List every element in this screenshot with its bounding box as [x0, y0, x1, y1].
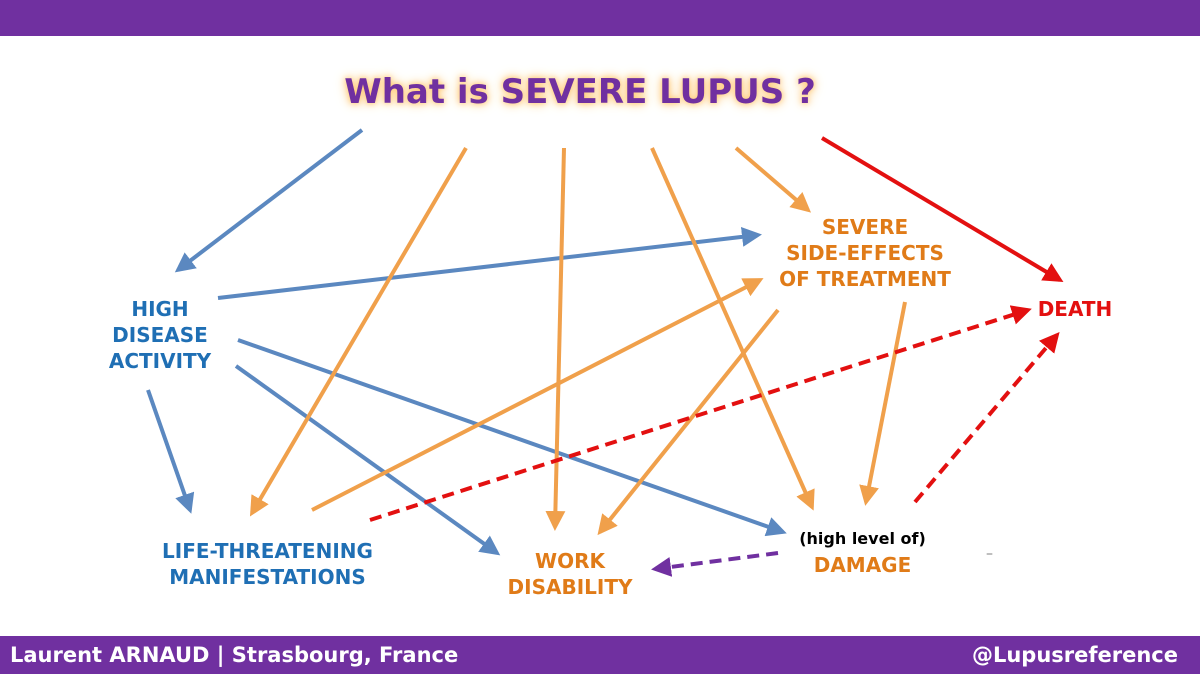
node-label-line: SEVERE — [821, 215, 909, 239]
arrow-side-effects-to-work-disability — [597, 308, 780, 536]
node-work-disability: WORK DISABILITY — [500, 548, 640, 600]
arrow-activity-to-work-disability — [234, 364, 501, 556]
node-high-disease-activity: HIGH DISEASE ACTIVITY — [95, 296, 225, 374]
arrow-activity-to-life-threatening — [146, 389, 195, 514]
arrow-activity-to-side-effects — [217, 226, 762, 300]
arrow-title-to-work-disability — [545, 147, 566, 531]
node-label-line: DISABILITY — [507, 575, 633, 599]
arrow-damage-to-work-disability — [651, 551, 779, 577]
footer-handle: @Lupusreference — [971, 643, 1178, 667]
arrow-title-to-death — [820, 136, 1064, 283]
node-damage: (high level of) DAMAGE — [775, 526, 950, 578]
node-label-line: OF TREATMENT — [779, 267, 951, 291]
node-label-line: MANIFESTATIONS — [169, 565, 366, 589]
arrow-life-threatening-to-side-effects — [311, 278, 764, 512]
node-label-line: DISEASE — [112, 323, 208, 347]
node-label-line: DEATH — [1037, 297, 1113, 321]
arrow-damage-to-death — [913, 331, 1060, 504]
footer-bar: Laurent ARNAUD | Strasbourg, France @Lup… — [0, 636, 1200, 674]
node-life-threatening: LIFE-THREATENING MANIFESTATIONS — [140, 538, 395, 590]
arrow-title-to-life-threatening — [249, 146, 468, 517]
header-bar — [0, 0, 1200, 36]
node-label-line: HIGH — [131, 297, 189, 321]
node-label-line: SIDE-EFFECTS — [786, 241, 944, 265]
stray-mark: – — [986, 546, 993, 562]
arrow-title-to-damage — [650, 147, 815, 511]
node-label-line: ACTIVITY — [108, 349, 212, 373]
node-damage-prefix: (high level of) — [799, 529, 926, 548]
node-death: DEATH — [1020, 296, 1130, 322]
page-title: What is SEVERE LUPUS ? — [344, 72, 816, 112]
arrow-activity-to-damage — [237, 338, 787, 537]
node-label-line: LIFE-THREATENING — [162, 539, 373, 563]
arrow-title-to-side-effects — [734, 146, 812, 213]
arrow-side-effects-to-damage — [859, 301, 907, 506]
node-severe-side-effects: SEVERE SIDE-EFFECTS OF TREATMENT — [760, 214, 970, 292]
node-label-line: WORK — [535, 549, 605, 573]
footer-author: Laurent ARNAUD | Strasbourg, France — [10, 643, 459, 667]
arrow-title-to-high-disease-activity — [174, 128, 364, 273]
node-label-line: DAMAGE — [813, 553, 912, 577]
arrow-life-threatening-to-death — [369, 305, 1032, 522]
